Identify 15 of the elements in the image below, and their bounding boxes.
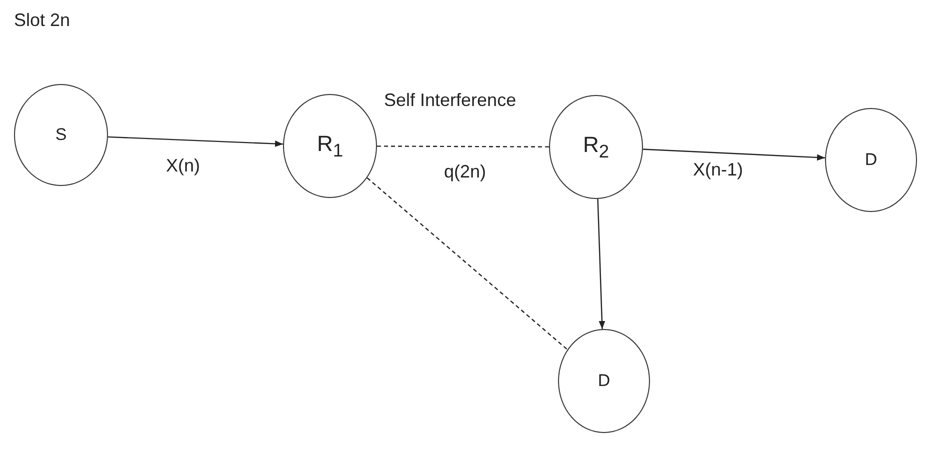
node-label: D bbox=[864, 150, 878, 170]
arrow bbox=[597, 198, 606, 330]
edge-label: q(2n) bbox=[444, 162, 486, 182]
arrow bbox=[108, 136, 284, 147]
node-label: D bbox=[598, 371, 610, 391]
dashed-line bbox=[366, 177, 568, 350]
arrow bbox=[642, 148, 826, 161]
node-label: R$_{1}$ bbox=[316, 130, 344, 162]
node-label: R$_{2}$ bbox=[582, 132, 610, 162]
title: Slot 2n bbox=[14, 10, 70, 31]
edge-label: X(n-1) bbox=[693, 160, 743, 180]
note-label: Self Interference bbox=[384, 90, 516, 111]
node-label: S bbox=[55, 125, 67, 145]
dashed-line bbox=[377, 146, 549, 148]
edge-label: X(n) bbox=[166, 156, 200, 176]
